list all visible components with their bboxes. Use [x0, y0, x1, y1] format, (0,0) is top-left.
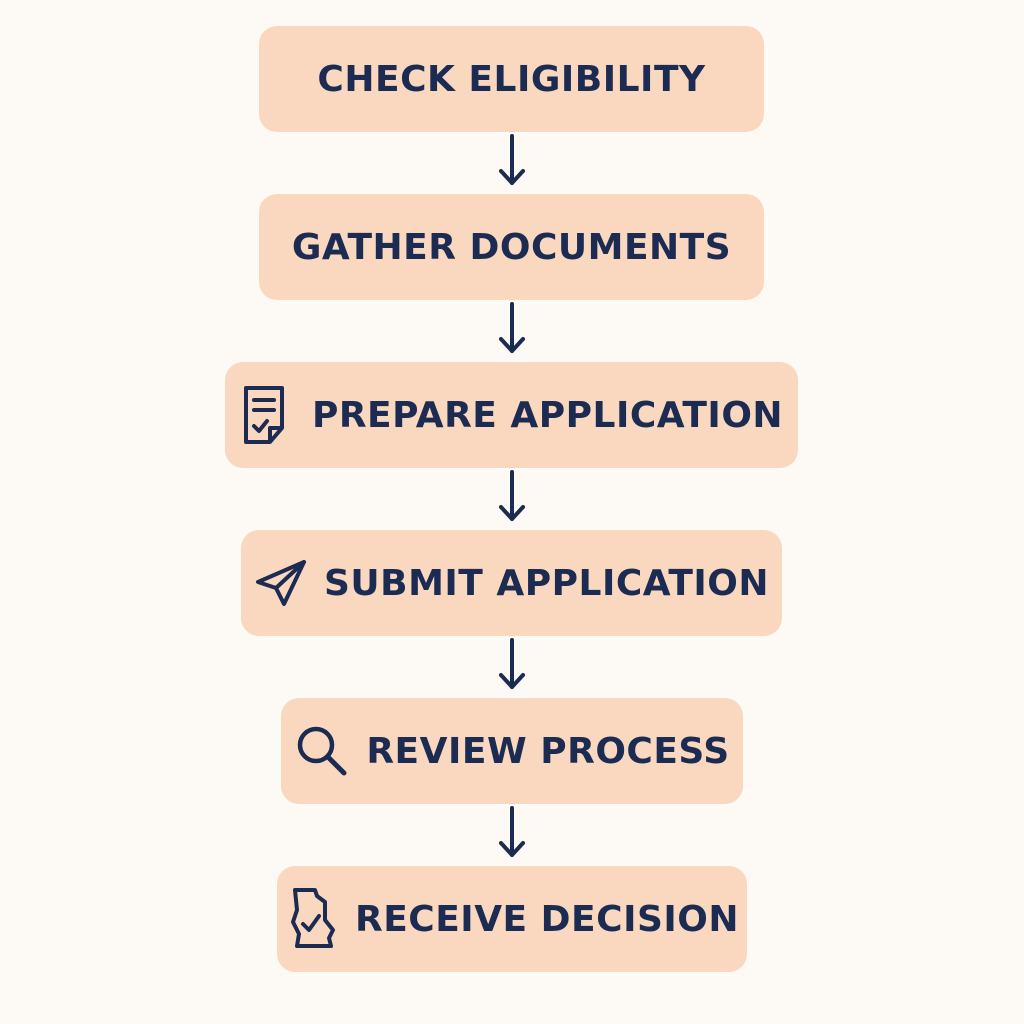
- step-check-eligibility: CHECK ELIGIBILITY: [259, 26, 764, 132]
- arrow-down-icon: [499, 806, 525, 857]
- step-prepare-application: PREPARE APPLICATION: [225, 362, 798, 468]
- map-check-icon: [285, 886, 339, 952]
- step-receive-decision: RECEIVE DECISION: [277, 866, 747, 972]
- document-check-icon: [240, 384, 296, 446]
- step-label: PREPARE APPLICATION: [311, 394, 784, 436]
- step-gather-documents: GATHER DOCUMENTS: [259, 194, 764, 300]
- arrow-down-icon: [499, 302, 525, 353]
- arrow-down-icon: [499, 470, 525, 521]
- arrow-down-icon: [499, 134, 525, 185]
- step-submit-application: SUBMIT APPLICATION: [241, 530, 782, 636]
- step-review-process: REVIEW PROCESS: [281, 698, 743, 804]
- step-label: CHECK ELIGIBILITY: [317, 58, 706, 100]
- step-label: RECEIVE DECISION: [354, 898, 740, 940]
- arrow-down-icon: [499, 638, 525, 689]
- magnifier-icon: [294, 723, 350, 779]
- paper-plane-icon: [254, 558, 308, 608]
- step-label: REVIEW PROCESS: [366, 730, 730, 772]
- step-label: SUBMIT APPLICATION: [323, 562, 770, 604]
- step-label: GATHER DOCUMENTS: [291, 226, 732, 268]
